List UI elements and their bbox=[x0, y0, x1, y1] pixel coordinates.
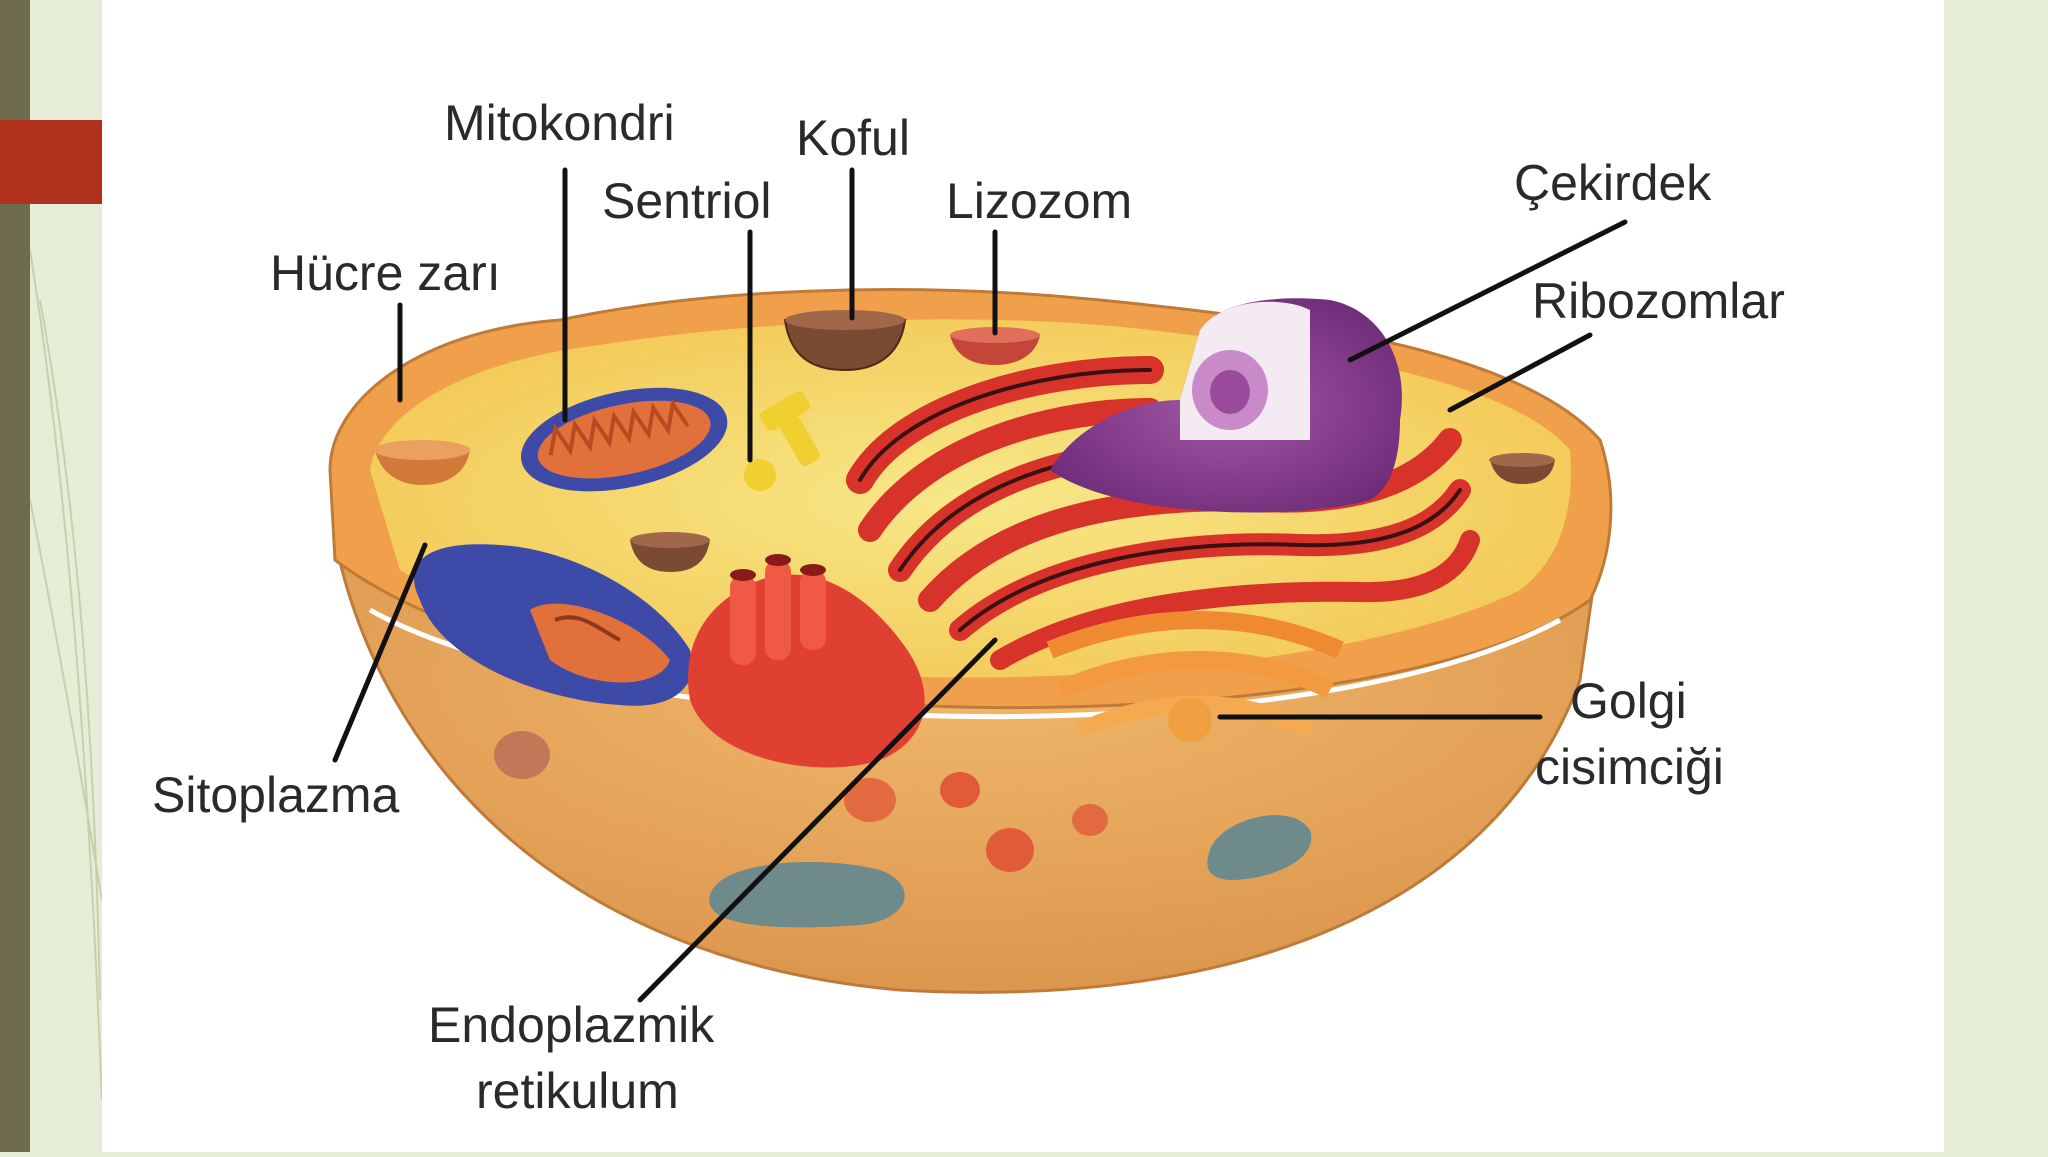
leader-lines bbox=[332, 167, 1628, 1003]
label-golgi-1: Golgi bbox=[1570, 673, 1687, 729]
right-panel bbox=[1944, 0, 2048, 1152]
label-sentriol: Sentriol bbox=[602, 173, 772, 229]
label-er-2: retikulum bbox=[476, 1063, 679, 1119]
label-hucre-zari: Hücre zarı bbox=[270, 245, 501, 301]
vacuole bbox=[783, 319, 907, 372]
lysosome bbox=[950, 335, 1040, 365]
label-golgi-2: cisimciği bbox=[1535, 739, 1724, 795]
label-koful: Koful bbox=[796, 110, 910, 166]
base-mitochondrion bbox=[1207, 815, 1312, 880]
mitochondrion-left bbox=[413, 544, 692, 706]
label-mitokondri: Mitokondri bbox=[444, 95, 675, 151]
label-ribozomlar: Ribozomlar bbox=[1532, 273, 1785, 329]
label-er-1: Endoplazmik bbox=[428, 997, 715, 1053]
base-mitochondrion bbox=[709, 862, 905, 928]
accent-block bbox=[0, 120, 102, 204]
vacuole-left bbox=[375, 450, 470, 485]
content-area: Mitokondri Koful Sentriol Lizozom Çekird… bbox=[102, 0, 1944, 1152]
labels: Mitokondri Koful Sentriol Lizozom Çekird… bbox=[152, 95, 1785, 1119]
vesicle bbox=[986, 828, 1034, 872]
vesicle bbox=[940, 772, 980, 808]
vesicle bbox=[494, 731, 550, 779]
decorative-curves bbox=[29, 249, 103, 1101]
vesicle bbox=[844, 778, 896, 822]
centriole bbox=[744, 391, 820, 491]
label-cekirdek: Çekirdek bbox=[1514, 155, 1712, 211]
nucleus bbox=[1050, 298, 1402, 513]
label-sitoplazma: Sitoplazma bbox=[152, 767, 400, 823]
mitochondrion-top bbox=[520, 387, 728, 492]
vacuole bbox=[630, 540, 710, 572]
smooth-er bbox=[688, 554, 925, 768]
label-lizozom: Lizozom bbox=[946, 173, 1132, 229]
cell-diagram: Mitokondri Koful Sentriol Lizozom Çekird… bbox=[152, 95, 1785, 1119]
vesicle bbox=[1072, 804, 1108, 836]
